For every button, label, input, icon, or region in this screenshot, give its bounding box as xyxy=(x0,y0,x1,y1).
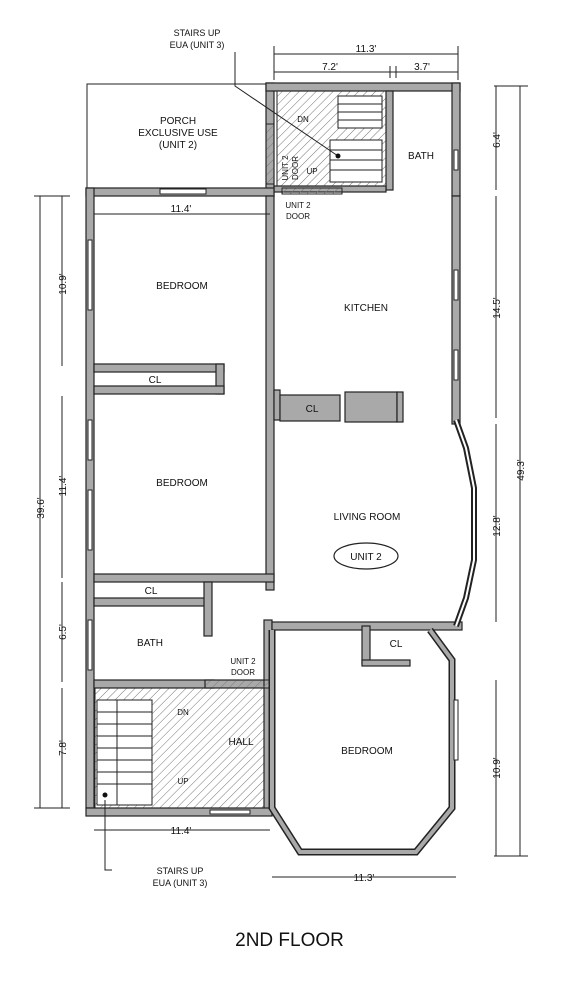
living-bay-window xyxy=(453,418,477,628)
dim-bottom-right: 11.3' xyxy=(354,873,375,884)
unit2-door-top-2: DOOR xyxy=(286,212,310,221)
porch-label-2: EXCLUSIVE USE xyxy=(138,128,218,139)
unit2-door-lower-1: UNIT 2 xyxy=(230,657,256,666)
closet-label-2: CL xyxy=(306,404,319,415)
leader-lines xyxy=(104,52,339,871)
windows xyxy=(87,149,459,815)
living-room-label: LIVING ROOM xyxy=(334,512,401,523)
dim-right-bedroom: 10.9' xyxy=(492,757,503,778)
stairs-up-label-bottom-2: EUA (UNIT 3) xyxy=(153,878,208,888)
unit2-door-hatch-top xyxy=(281,187,343,195)
dim-left-hall: 7.8' xyxy=(58,740,69,756)
stair-marker-lower xyxy=(102,792,108,798)
stairs-up-label-top-1: STAIRS UP xyxy=(174,28,221,38)
closet-label-1: CL xyxy=(149,375,162,386)
dim-bottom-left: 11.4' xyxy=(171,826,192,837)
porch-label-1: PORCH xyxy=(160,116,196,127)
dim-left-bedroom-upper: 10.9' xyxy=(58,273,69,294)
unit-badge: UNIT 2 xyxy=(350,552,382,563)
dim-right-bath: 6.4' xyxy=(492,132,503,148)
bedroom-middle-label: BEDROOM xyxy=(156,478,208,489)
stair-dn-upper: DN xyxy=(297,115,309,124)
living-bay-window-inner xyxy=(455,419,475,627)
unit2-door-top-1: UNIT 2 xyxy=(285,201,311,210)
bedroom-upper-label: BEDROOM xyxy=(156,281,208,292)
unit2-door-vertical-2: DOOR xyxy=(291,156,300,180)
dim-top-right: 3.7' xyxy=(414,62,430,73)
porch-label-3: (UNIT 2) xyxy=(159,140,197,151)
dim-right-living: 12.8' xyxy=(492,515,503,536)
stair-marker-upper xyxy=(335,153,341,159)
porch-area xyxy=(86,83,271,190)
dim-top-left: 7.2' xyxy=(322,62,338,73)
unit2-door-lower-2: DOOR xyxy=(231,668,255,677)
dim-right-kitchen: 14.5' xyxy=(492,297,503,318)
dim-upper-bedroom-width: 11.4' xyxy=(171,204,192,215)
dimension-lines xyxy=(34,46,528,878)
bath-upper-label: BATH xyxy=(408,151,434,162)
dim-top-total: 11.3' xyxy=(356,44,377,55)
stair-up-lower: UP xyxy=(177,777,188,786)
stairs-up-label-top-2: EUA (UNIT 3) xyxy=(170,40,225,50)
bath-lower-label: BATH xyxy=(137,638,163,649)
unit2-door-hatch-lower xyxy=(204,679,270,689)
hall-label: HALL xyxy=(228,737,253,748)
dim-left-overall: 39.6' xyxy=(36,497,47,518)
stair-dn-lower: DN xyxy=(177,708,189,717)
dim-left-bath: 6.5' xyxy=(58,624,69,640)
stair-up-upper: UP xyxy=(306,167,317,176)
upper-stair xyxy=(329,95,383,183)
stairs-up-label-bottom-1: STAIRS UP xyxy=(157,866,204,876)
closet-label-3: CL xyxy=(145,586,158,597)
dim-left-bedroom-middle: 11.4' xyxy=(58,476,69,497)
unit2-door-hatch-upper xyxy=(265,123,275,185)
floor-title: 2ND FLOOR xyxy=(235,930,344,951)
lower-stair xyxy=(96,699,153,806)
kitchen-label: KITCHEN xyxy=(344,303,388,314)
unit-badge-outline xyxy=(333,542,399,570)
bedroom-lower-label: BEDROOM xyxy=(341,746,393,757)
closet-label-4: CL xyxy=(390,639,403,650)
unit2-door-vertical-1: UNIT 2 xyxy=(281,155,290,181)
dim-right-overall: 49.3' xyxy=(516,459,527,480)
lower-bedroom-walls-fill xyxy=(270,628,454,854)
